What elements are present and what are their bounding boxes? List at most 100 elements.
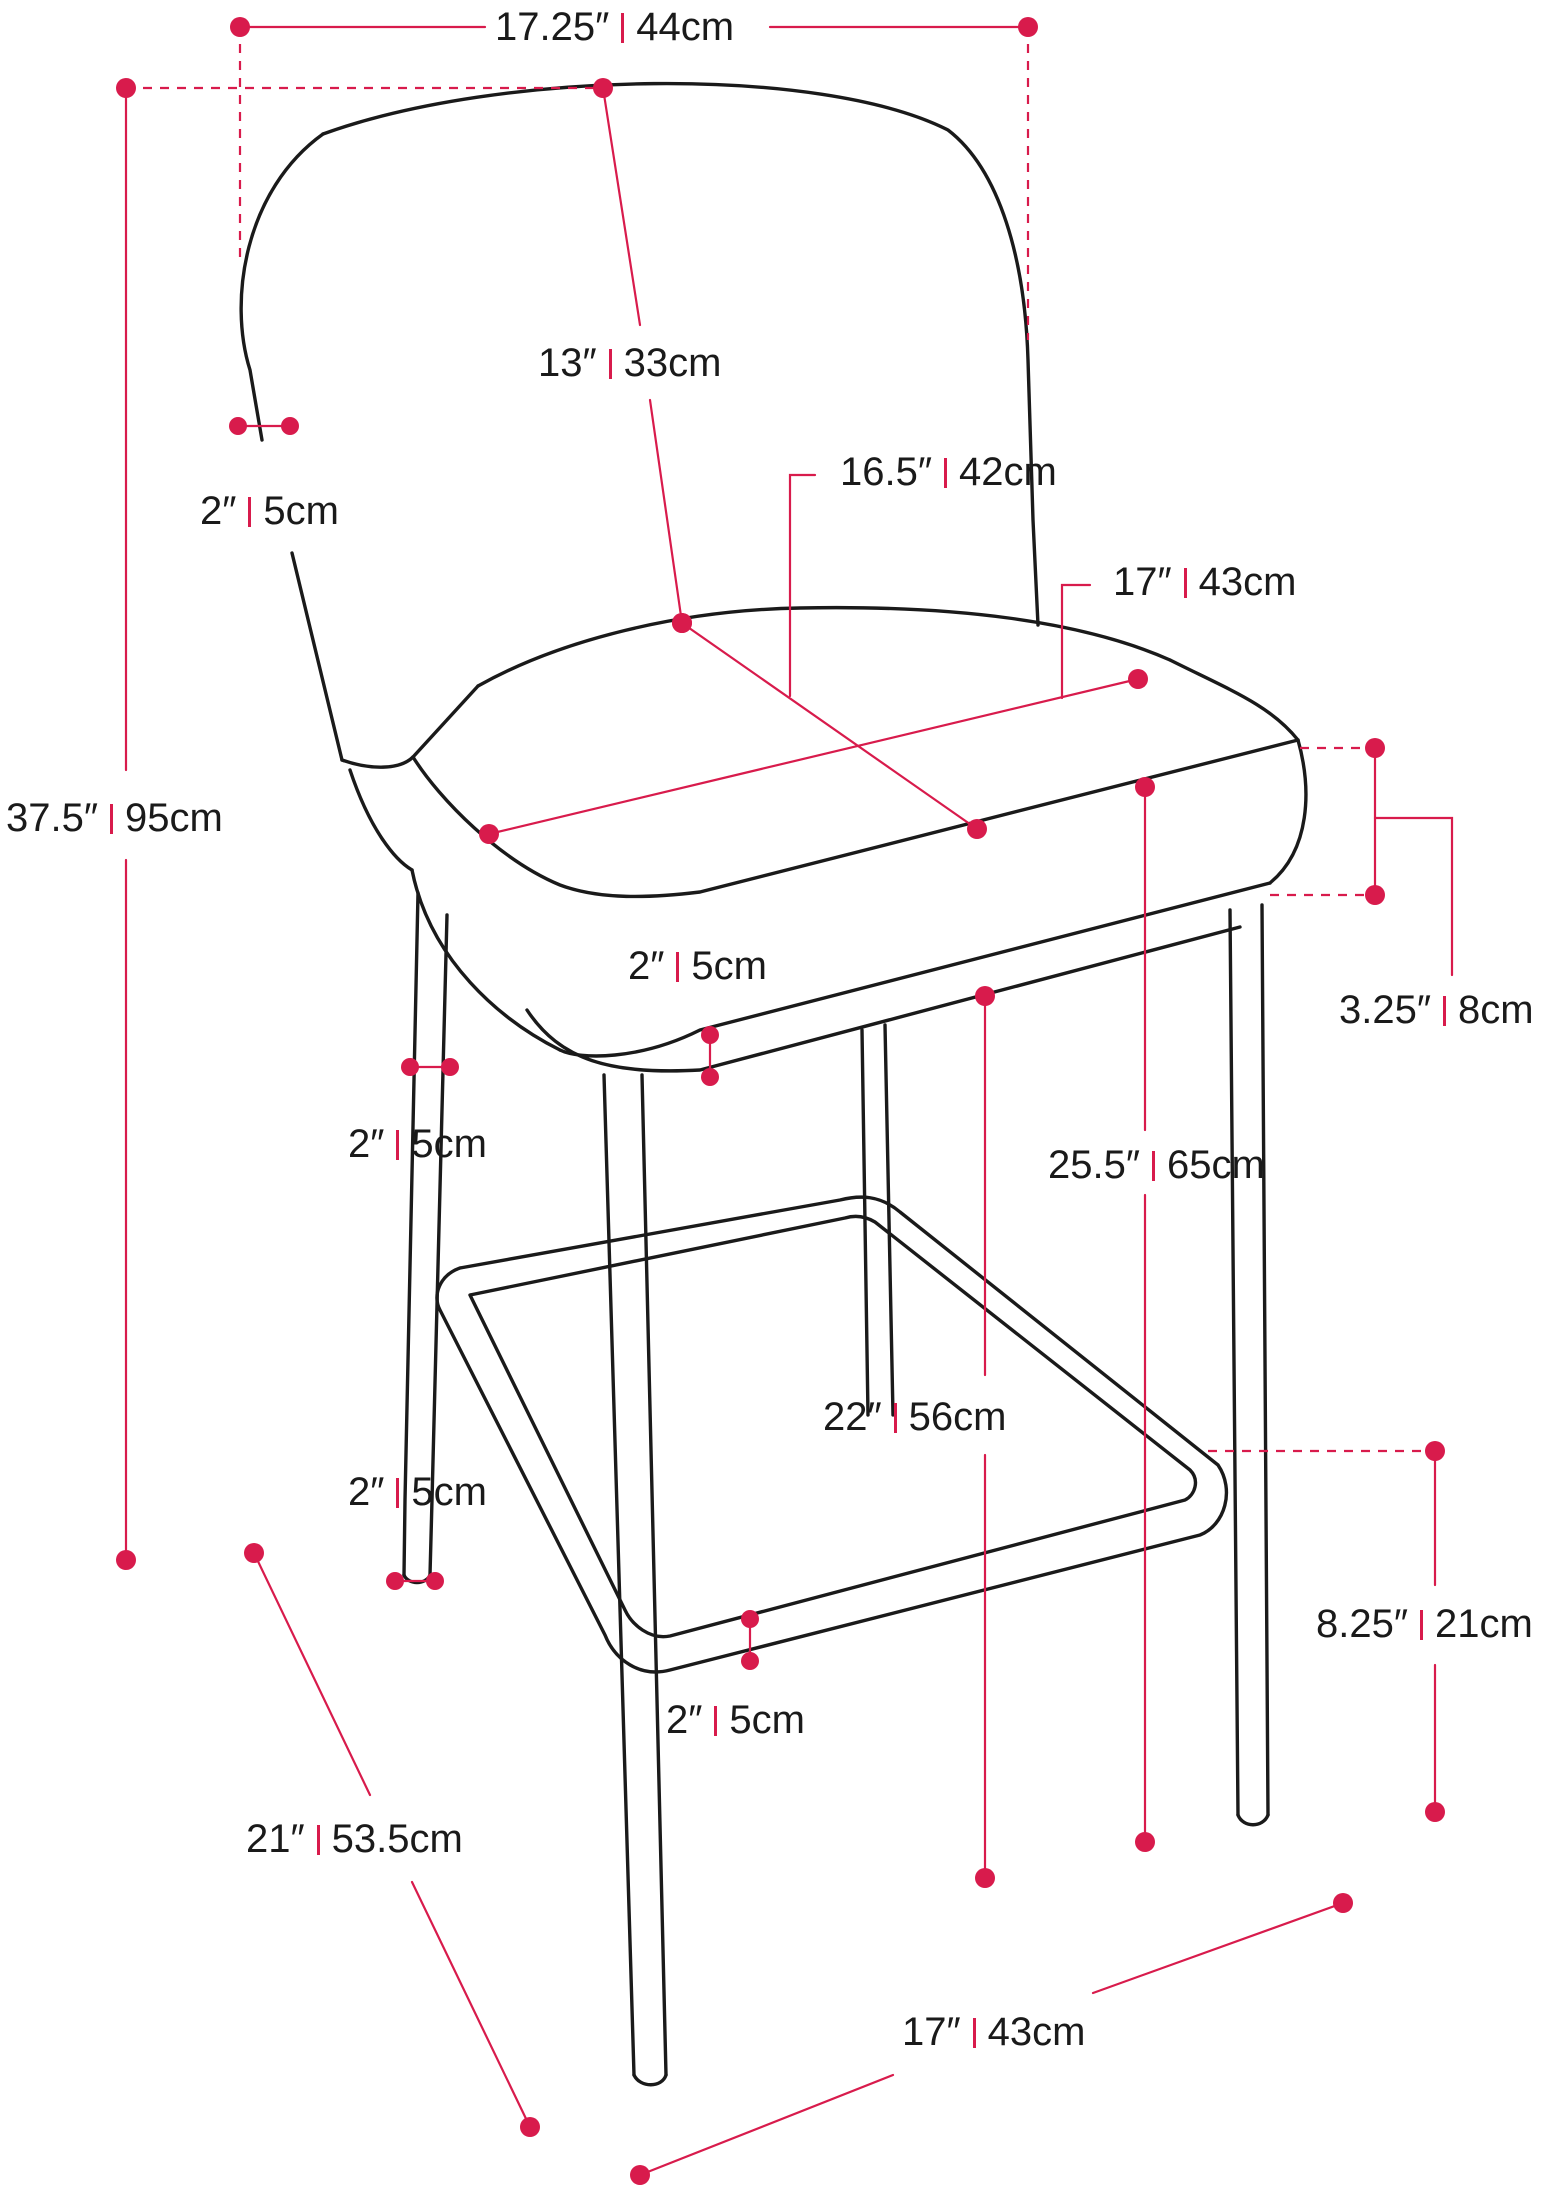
backrest-thickness-label: 2″ 5cm: [200, 491, 339, 531]
footrest-height-endpoint-bottom: [1425, 1802, 1445, 1822]
label-separator: [893, 1403, 897, 1433]
footrest-thickness-endpoint-top: [741, 1610, 759, 1628]
seat-frame-height-label: 22″ 56cm: [823, 1397, 1006, 1437]
seat-cushion-leader: [1373, 816, 1454, 977]
seat-top-right: [1168, 658, 1300, 742]
seat-depth-line: [680, 621, 979, 831]
seat-depth-metric: 42cm: [959, 450, 1057, 494]
backrest-width-metric: 44cm: [636, 5, 735, 49]
backrest-height-metric: 33cm: [623, 341, 722, 385]
seat-frame-lower: [525, 925, 1242, 1073]
label-separator: [396, 1130, 400, 1160]
base-depth-label: 21″53.5cm: [246, 1819, 463, 1859]
seat-height-label: 25.5″ 65cm: [1048, 1145, 1265, 1185]
front-right-leg-tip: [1236, 1813, 1270, 1827]
seat-depth-endpoint-back: [672, 613, 692, 633]
seat-depth-imperial: 16.5″: [840, 450, 933, 494]
base-width-endpoint-right: [1333, 1893, 1353, 1913]
seat-width-imperial: 17″: [1113, 560, 1172, 604]
base-depth-line-upper: [252, 1551, 372, 1797]
seat-height-endpoint-bottom: [1135, 1832, 1155, 1852]
backrest-height-imperial: 13″: [538, 341, 597, 385]
seat-right-side: [1268, 738, 1308, 885]
seat-cushion-endpoint-bottom: [1365, 885, 1385, 905]
backrest-curve-to-seat: [340, 755, 415, 769]
seat-width-label: 17″43cm: [1113, 562, 1296, 602]
seat-top-back: [476, 605, 1172, 688]
seat-width-endpoint-left: [479, 824, 499, 844]
overall-height-metric: 95cm: [125, 796, 223, 840]
base-depth-endpoint-bottom: [520, 2117, 540, 2137]
label-separator: [972, 2018, 976, 2048]
backrest-height-line-upper: [601, 86, 642, 327]
seat-width-line: [487, 677, 1140, 836]
base-depth-line-lower: [410, 1880, 532, 2129]
backrest-width-endpoint-left: [230, 17, 250, 37]
front-left-leg-tip: [632, 2073, 668, 2087]
footrest-height-label: 8.25″21cm: [1316, 1604, 1533, 1644]
seat-frame-thickness-label: 2″ 5cm: [628, 946, 767, 986]
leg-width-label: 2″5cm: [348, 1124, 487, 1164]
front-right-leg: [1228, 903, 1270, 1817]
seat-back-left: [411, 684, 480, 759]
base-width-label: 17″43cm: [902, 2012, 1085, 2052]
seat-height-metric: 65cm: [1167, 1143, 1265, 1187]
label-separator: [316, 1825, 320, 1855]
backrest-height-endpoint-top: [593, 78, 613, 98]
overall-height-imperial: 37.5″: [6, 796, 99, 840]
footrest-thickness-label: 2″5cm: [666, 1700, 805, 1740]
label-separator: [621, 13, 625, 43]
seat-frame-thickness-imperial: 2″: [628, 944, 665, 988]
backrest-thickness-endpoint-right: [281, 417, 299, 435]
base-width-endpoint-left: [630, 2165, 650, 2185]
seat-frame-front: [410, 868, 562, 1052]
seat-cushion-endpoint-top: [1365, 738, 1385, 758]
seat-frame-height-endpoint-bottom: [975, 1868, 995, 1888]
backrest-thickness-endpoint-left: [229, 417, 247, 435]
seat-frame-height-metric: 56cm: [908, 1395, 1007, 1439]
backrest-width-endpoint-right: [1018, 17, 1038, 37]
footrest-outer: [435, 1195, 1229, 1674]
seat-frame-thickness-endpoint-top: [701, 1026, 719, 1044]
leg-tip-width-endpoint-left: [386, 1572, 404, 1590]
seat-frame-height-endpoint-top: [975, 986, 995, 1006]
seat-frame-thickness-endpoint-bottom: [701, 1068, 719, 1086]
backrest-outline: [321, 81, 1040, 627]
seat-underside: [558, 881, 1272, 1058]
label-separator: [110, 804, 114, 834]
overall-height-endpoint-bottom: [116, 1550, 136, 1570]
rear-left-leg: [402, 891, 449, 1577]
backrest-height-line-lower: [648, 398, 684, 625]
seat-height-endpoint-top: [1135, 777, 1155, 797]
footrest-thickness-metric: 5cm: [729, 1698, 805, 1742]
label-separator: [396, 1478, 400, 1508]
seat-frame-thickness-metric: 5cm: [691, 944, 767, 988]
backrest-left-edge: [239, 132, 325, 442]
backrest-lower-left: [290, 551, 344, 762]
footrest-height-endpoint-top: [1425, 1441, 1445, 1461]
rear-right-leg: [860, 1023, 895, 1417]
base-depth-endpoint-top: [244, 1543, 264, 1563]
backrest-thickness-metric: 5cm: [263, 489, 339, 533]
backrest-height-label: 13″ 33cm: [538, 343, 721, 383]
leg-tip-width-label: 2″5cm: [348, 1472, 487, 1512]
backrest-thickness-imperial: 2″: [200, 489, 237, 533]
overall-height-label: 37.5″ 95cm: [6, 798, 223, 838]
label-separator: [1183, 568, 1187, 598]
seat-frame-height-imperial: 22″: [823, 1395, 882, 1439]
seat-width-endpoint-right: [1128, 669, 1148, 689]
footrest-thickness-endpoint-bottom: [741, 1652, 759, 1670]
base-width-line-right: [1091, 1901, 1345, 1995]
seat-height-imperial: 25.5″: [1048, 1143, 1141, 1187]
seat-front-edge: [411, 738, 1300, 899]
seat-depth-label: 16.5″ 42cm: [840, 452, 1057, 492]
seat-cushion-thickness-metric: 8cm: [1458, 988, 1534, 1032]
base-width-metric: 43cm: [987, 2010, 1086, 2054]
footrest-height-metric: 21cm: [1435, 1602, 1533, 1646]
leg-tip-width-endpoint-right: [426, 1572, 444, 1590]
leg-width-endpoint-left: [401, 1058, 419, 1076]
backrest-lower-inner: [348, 768, 414, 872]
label-separator: [608, 349, 612, 379]
label-separator: [1420, 1610, 1424, 1640]
leg-tip-width-metric: 5cm: [411, 1470, 487, 1514]
